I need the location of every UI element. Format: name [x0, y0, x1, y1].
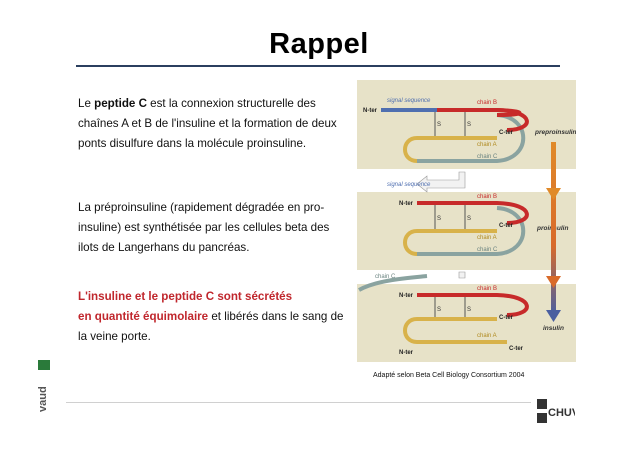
chuv-logo-text: CHUV	[548, 407, 575, 419]
footer-divider	[66, 402, 531, 403]
text-1-bold: peptide C	[94, 97, 147, 110]
text-1-before: Le	[78, 97, 95, 110]
fig-label-chain-b-2: chain B	[477, 194, 497, 200]
text-1-after: est la connexion structurelle des chaîne…	[78, 97, 337, 150]
title-divider	[76, 65, 560, 67]
fig-label-s-4: S	[467, 216, 471, 222]
chain-b-3	[417, 293, 529, 317]
fig-label-s-2: S	[467, 122, 471, 128]
fig-label-signal-1: signal sequence	[387, 98, 431, 104]
paragraph-peptide-c: Le peptide C est la connexion structurel…	[78, 94, 348, 154]
fig-label-signal-cleaved: signal sequence	[387, 182, 431, 188]
fig-label-cter-3: C-ter	[499, 315, 514, 321]
fig-label-chain-c-released: chain C	[375, 274, 396, 280]
fig-label-chain-b-3: chain B	[477, 286, 497, 292]
arrow-down-2	[458, 271, 466, 279]
chain-b-2	[417, 201, 529, 225]
chain-a-2	[403, 229, 497, 256]
fig-label-nter-4: N-ter	[399, 350, 414, 356]
text-3-red-1: L'insuline et le peptide C sont sécrétés	[78, 290, 293, 303]
fig-label-s-6: S	[467, 307, 471, 313]
chain-a-1	[403, 136, 497, 163]
text-3-red-2: en quantité équimolaire	[78, 310, 209, 323]
fig-label-s-3: S	[437, 216, 441, 222]
fig-label-insulin: insulin	[543, 325, 564, 332]
fig-label-s-5: S	[437, 307, 441, 313]
paragraph-preproinsulin: La préproinsuline (rapidement dégradée e…	[78, 201, 330, 254]
fig-label-s-1: S	[437, 122, 441, 128]
fig-label-chain-c-2: chain C	[477, 247, 498, 253]
chain-c-1	[417, 113, 526, 163]
process-arrow-head-2	[546, 276, 561, 288]
paragraph-secretion: L'insuline et le peptide C sont sécrétés…	[78, 287, 348, 347]
fig-label-preproinsulin: preproinsulin	[534, 129, 576, 136]
arrow-down-1	[416, 171, 466, 193]
fig-label-cter-4: C-ter	[509, 346, 524, 352]
process-arrow-head-1	[546, 188, 561, 200]
fig-label-chain-c-1: chain C	[477, 154, 498, 160]
chain-c-released	[358, 274, 428, 292]
chain-b-1-tail	[496, 108, 529, 132]
chuv-logo: CHUV	[535, 395, 575, 427]
fig-label-chain-a-2: chain A	[477, 235, 497, 241]
fig-label-cter-1: C-ter	[499, 130, 514, 136]
fig-label-nter-2: N-ter	[399, 201, 414, 207]
slide-title: Rappel	[269, 28, 369, 60]
insulin-processing-figure: S S N-ter C-ter signal sequence chain B …	[357, 80, 576, 362]
fig-label-chain-a-3: chain A	[477, 333, 497, 339]
fig-label-nter-1: N-ter	[363, 108, 378, 114]
vaud-logo: vaud	[37, 360, 50, 412]
fig-label-chain-b-1: chain B	[477, 100, 497, 106]
fig-label-chain-a-1: chain A	[477, 142, 497, 148]
chain-a-3	[403, 317, 507, 344]
fig-label-cter-2: C-ter	[499, 223, 514, 229]
panel-preproinsulin	[357, 80, 576, 169]
chain-c-2	[417, 206, 526, 256]
vaud-logo-text: vaud	[37, 386, 49, 412]
fig-label-nter-3: N-ter	[399, 293, 414, 299]
process-arrow-head-3	[546, 310, 561, 322]
process-arrow-shaft	[551, 142, 556, 314]
text-3-after: et libérés dans le sang de la veine port…	[78, 310, 344, 343]
figure-caption: Adapté selon Beta Cell Biology Consortiu…	[373, 372, 525, 379]
